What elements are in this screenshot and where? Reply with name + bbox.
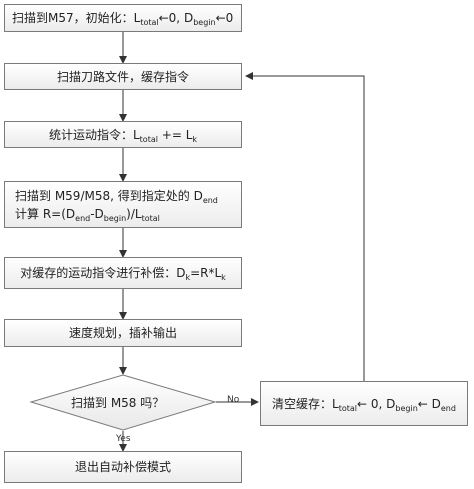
calc-line1: 扫描到 M59/M58, 得到指定处的	[15, 189, 194, 203]
stat-box: 统计运动指令：Ltotal += Lk	[4, 121, 242, 148]
arrow-clear-loop-back	[245, 72, 365, 381]
calc-d-sub: end	[202, 196, 218, 205]
stat-text: 统计运动指令：	[48, 128, 133, 142]
yes-label: Yes	[116, 434, 131, 444]
comp-eq: =R*L	[190, 266, 222, 280]
comp-text: 对缓存的运动指令进行补偿：	[20, 266, 177, 280]
calc-box: 扫描到 M59/M58, 得到指定处的 Dend 计算 R=(Dend-Dbeg…	[4, 181, 242, 228]
calc-l-sub: total	[141, 214, 160, 223]
clear-box: 清空缓存：Ltotal← 0, Dbegin← Dend	[260, 381, 468, 426]
stat-l: L	[132, 128, 140, 142]
decision-text: 扫描到 M58 吗？	[71, 396, 165, 410]
clear-l-sub: total	[338, 404, 357, 413]
comp-d: D	[176, 266, 186, 280]
exit-box: 退出自动补偿模式	[4, 451, 242, 483]
calc-d1-sub: end	[75, 214, 91, 223]
no-label: No	[227, 395, 240, 405]
init-arrow2: ←0	[215, 11, 234, 25]
calc-close: )/L	[126, 207, 142, 221]
init-l: L	[133, 11, 141, 25]
comp-d-sub: k	[185, 273, 191, 282]
clear-end-sub: end	[440, 404, 456, 413]
plan-text: 速度规划，插补输出	[68, 326, 177, 340]
stat-l-sub: total	[139, 135, 158, 144]
comp-l-sub: k	[221, 273, 226, 282]
init-box: 扫描到M57，初始化：Ltotal←0, Dbegin←0	[4, 4, 242, 32]
init-arrow1: ←0,	[158, 11, 184, 25]
scan-box: 扫描刀路文件，缓存指令	[4, 63, 242, 90]
init-text: 扫描到M57，初始化：	[12, 11, 134, 25]
clear-d: D	[386, 397, 396, 411]
calc-d2-sub: begin	[103, 214, 127, 223]
stat-l2-sub: k	[192, 135, 198, 144]
calc-line2: 计算 R=(D	[15, 207, 76, 221]
stat-mid: +=	[157, 128, 186, 142]
plan-box: 速度规划，插补输出	[4, 319, 242, 347]
clear-a1: ← 0,	[357, 397, 387, 411]
decision-diamond	[29, 374, 217, 431]
stat-l2: L	[185, 128, 193, 142]
clear-d-sub: begin	[395, 404, 418, 413]
init-l-sub: total	[140, 18, 159, 27]
comp-box: 对缓存的运动指令进行补偿：Dk=R*Lk	[4, 257, 242, 289]
calc-dash: -D	[90, 207, 104, 221]
calc-d: D	[193, 189, 203, 203]
scan-text: 扫描刀路文件，缓存指令	[56, 70, 189, 84]
init-d: D	[183, 11, 194, 25]
init-d-sub: begin	[193, 18, 216, 27]
exit-text: 退出自动补偿模式	[74, 460, 171, 474]
clear-text: 清空缓存：	[272, 397, 333, 411]
clear-a2: ← D	[417, 397, 441, 411]
clear-l: L	[332, 397, 339, 411]
